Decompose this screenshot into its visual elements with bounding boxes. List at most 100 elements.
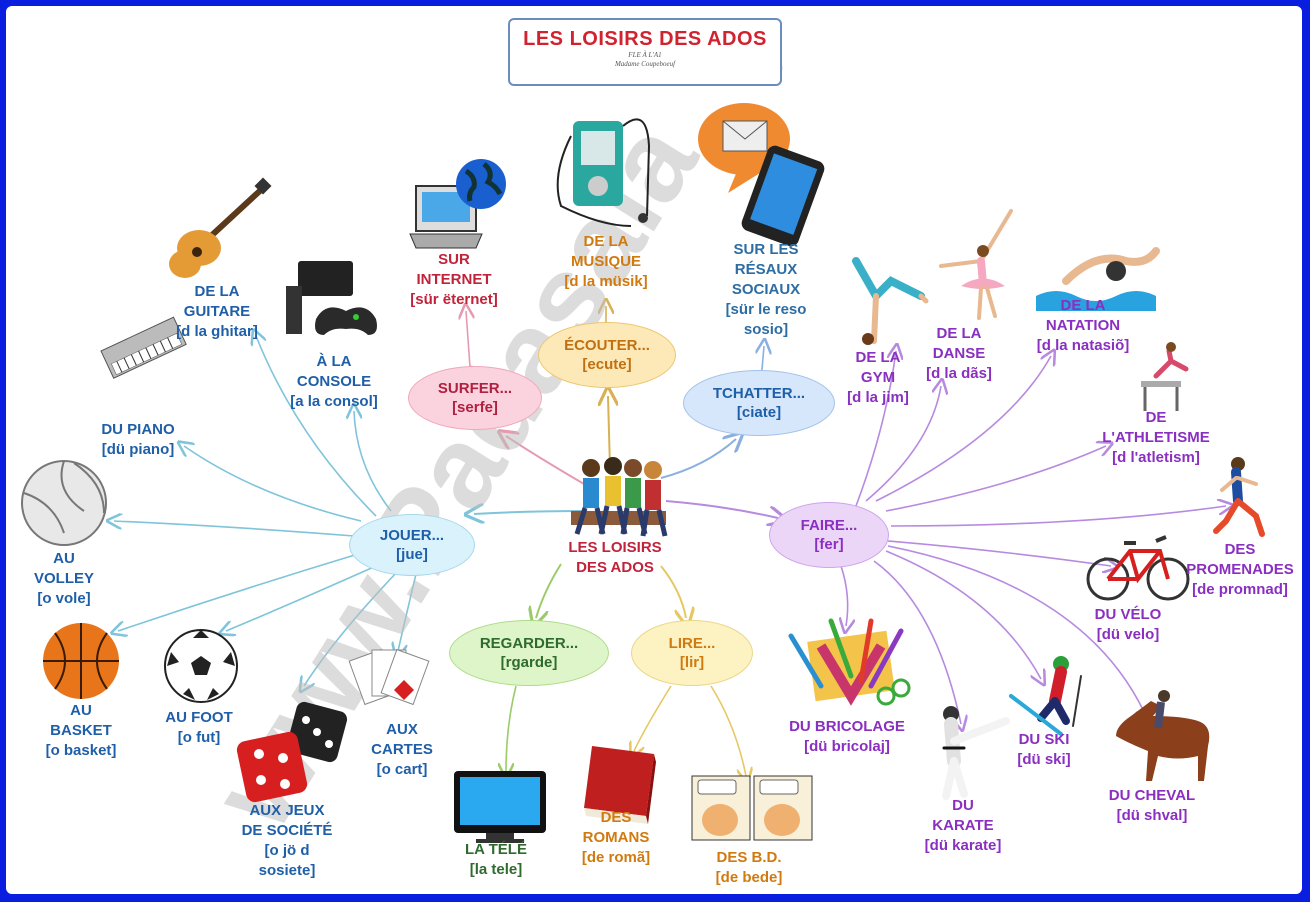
music-player-icon (556, 118, 651, 227)
horse-rider-icon (1116, 690, 1210, 781)
leaf-cartes: AUX CARTES [o cart] (371, 720, 433, 780)
leaf-tele-line: LA TÉLÉ (465, 841, 527, 858)
leaf-console-line: CONSOLE (296, 373, 372, 390)
leaf-gym-line: [d la jim] (847, 389, 909, 406)
hub-regarder-phonetic: [rgarde] (500, 654, 558, 671)
leaf-ski-line: [dü ski] (1017, 751, 1071, 768)
hub-surfer-verb: SURFER... (437, 380, 513, 397)
leaf-tele: LA TÉLÉ [la tele] (465, 840, 527, 880)
hub-lire-phonetic: [lir] (679, 654, 705, 671)
phone-message-icon (698, 103, 825, 247)
leaf-natation-line: [d la natasiõ] (1036, 337, 1130, 354)
leaf-internet-line: [sür ëternet] (410, 291, 498, 308)
leaf-athletisme-line: L'ATHLETISME (1102, 429, 1210, 446)
leaf-guitare-line: DE LA (194, 283, 240, 300)
hub-ecouter: ÉCOUTER... [ecute] (538, 322, 676, 388)
leaf-bricolage-line: [dü bricolaj] (804, 738, 890, 755)
leaf-natation-line: DE LA (1060, 297, 1106, 314)
leaf-velo-line: [dü velo] (1096, 626, 1160, 643)
hub-faire: FAIRE...[fer] (769, 502, 889, 568)
hub-tchatter: TCHATTER... [ciate] (683, 370, 835, 436)
leaf-romans-line: [de romã] (581, 849, 651, 866)
leaf-guitare-line: GUITARE (183, 303, 251, 320)
teens-group-icon (571, 457, 668, 537)
volleyball-icon (21, 460, 107, 546)
jouer-connectors (114, 336, 417, 686)
leaf-reseaux-line: RÉSAUX (734, 261, 798, 278)
leaf-console-line: À LA (316, 353, 352, 370)
leaf-piano: DU PIANO[dü piano] (101, 420, 174, 460)
center-label-line2: DES ADOS (576, 559, 654, 576)
gymnast-icon (852, 257, 929, 345)
hub-jouer-phonetic: [jue] (396, 546, 428, 563)
leaf-velo: DU VÉLO[dü velo] (1095, 605, 1162, 645)
art-supplies-icon (788, 618, 911, 706)
leaf-musique-line: [d la müsik] (564, 273, 648, 290)
hub-jouer-verb: JOUER... (379, 527, 445, 544)
leaf-reseaux-line: sosio] (743, 321, 789, 338)
leaf-musique: DE LA MUSIQUE [d la müsik] (564, 232, 647, 292)
hub-lire-verb: LIRE... (668, 635, 716, 652)
soccer-ball-icon (164, 629, 238, 703)
hub-ecouter-phonetic: [ecute] (582, 356, 632, 373)
leaf-athletisme-line: DE (1145, 409, 1167, 426)
guitar-icon (169, 177, 272, 278)
hub-ecouter-verb: ÉCOUTER... (564, 337, 650, 354)
hub-tchatter-phonetic: [ciate] (736, 404, 782, 421)
leaf-karate-line: KARATE (932, 817, 994, 834)
title-author: Madame Coupeboeuf (614, 60, 676, 68)
swimmer-icon (1036, 247, 1160, 311)
leaf-piano-line: DU PIANO (101, 421, 175, 438)
leaf-musique-line: MUSIQUE (570, 253, 642, 270)
leaf-bd: DES B.D. [de bede] (716, 848, 783, 888)
leaf-basket-line: AU (70, 702, 92, 719)
leaf-bd-line: [de bede] (715, 869, 783, 886)
hub-tchatter-verb: TCHATTER... (712, 385, 806, 402)
skier-icon (1009, 656, 1082, 736)
hub-jouer: JOUER... [jue] (349, 514, 475, 576)
leaf-reseaux-line: [sür le reso (725, 301, 807, 318)
leaf-foot-line: AU FOOT (165, 709, 233, 726)
karate-icon (942, 706, 1010, 800)
leaf-ski: DU SKI[dü ski] (1017, 730, 1070, 770)
hub-surfer: SURFER... [serfe] (408, 366, 542, 430)
leaf-basket-line: [o basket] (45, 742, 117, 759)
leaf-cheval-line: DU CHEVAL (1108, 787, 1196, 804)
game-console-icon (286, 261, 377, 335)
leaf-musique-line: DE LA (583, 233, 629, 250)
leaf-romans-line: ROMANS (582, 829, 650, 846)
hub-up-connectors (466, 306, 764, 776)
basketball-icon (43, 623, 119, 699)
hurdler-icon (1141, 342, 1189, 411)
leaf-cartes-line: CARTES (371, 741, 433, 758)
leaf-tele-line: [la tele] (469, 861, 523, 878)
leaf-bd-line: DES B.D. (716, 849, 782, 866)
poster-frame: www.Padasala (6, 6, 1302, 894)
leaf-gym-line: DE LA (855, 349, 901, 366)
book-icon (584, 746, 656, 824)
title-subtitle: FLE À L'A1 (628, 51, 662, 59)
leaf-foot: AU FOOT[o fut] (165, 708, 233, 748)
computer-globe-icon (409, 159, 506, 249)
leaf-promenades-line: PROMENADES (1186, 561, 1294, 578)
leaf-console-line: [a la consol] (290, 393, 378, 410)
hub-regarder-verb: REGARDER... (479, 635, 579, 652)
leaf-cartes-line: AUX (386, 721, 418, 738)
leaf-cartes-line: [o cart] (376, 761, 428, 778)
leaf-jeux-line: [o jö d (264, 842, 310, 859)
leaf-jeux-line: AUX JEUX (249, 802, 325, 819)
leaf-danse-line: DANSE (932, 345, 986, 362)
leaf-karate-line: [dü karate] (924, 837, 1002, 854)
leaf-bricolage-line: DU BRICOLAGE (789, 718, 905, 735)
hub-regarder: REGARDER... [rgarde] (449, 620, 609, 686)
leaf-danse-line: DE LA (936, 325, 982, 342)
hub-surfer-phonetic: [serfe] (452, 399, 498, 416)
leaf-internet-line: SUR (438, 251, 470, 268)
